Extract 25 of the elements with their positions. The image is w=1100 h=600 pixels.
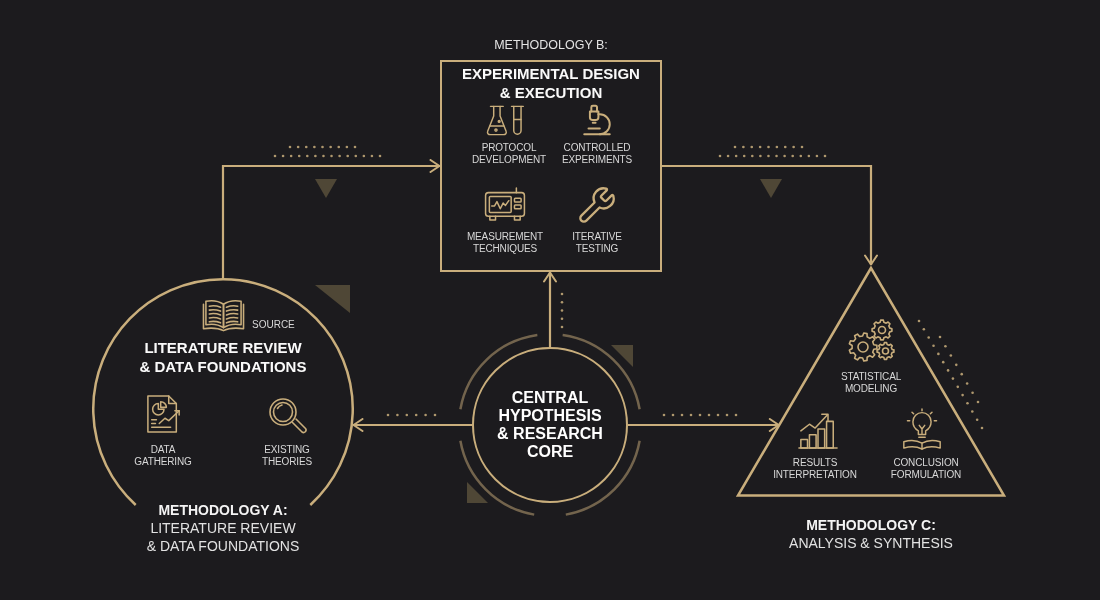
arrow [628, 418, 780, 432]
step-label: RESULTS INTERPRETATION [772, 457, 858, 481]
circle-node [472, 347, 628, 503]
step-label: MEASUREMENT TECHNIQUES [465, 231, 545, 255]
section-label: METHODOLOGY C: [805, 516, 937, 534]
step-label: DATA GATHERING [133, 444, 193, 468]
step-label: ITERATIVE TESTING [571, 231, 623, 255]
step-label: EXISTING THEORIES [261, 444, 313, 468]
node-title: CENTRAL HYPOTHESIS & RESEARCH CORE [496, 389, 604, 461]
icon-caption: SOURCE [252, 319, 296, 331]
arrow [352, 418, 472, 432]
section-label: METHODOLOGY A: [157, 501, 289, 519]
elbow-arrow [662, 164, 878, 266]
section-subtitle: ANALYSIS & SYNTHESIS [788, 534, 954, 552]
step-label: STATISTICAL MODELING [839, 371, 903, 395]
elbow-arrow [221, 159, 441, 278]
node-title: EXPERIMENTAL DESIGN & EXECUTION [461, 64, 641, 102]
section-subtitle: LITERATURE REVIEW & DATA FOUNDATIONS [145, 519, 301, 555]
section-label: METHODOLOGY B: [493, 38, 609, 53]
arrow [543, 271, 557, 347]
step-label: CONCLUSION FORMULATION [889, 457, 963, 481]
step-label: CONTROLLED EXPERIMENTS [561, 142, 633, 166]
step-label: PROTOCOL DEVELOPMENT [471, 142, 547, 166]
node-title: LITERATURE REVIEW & DATA FOUNDATIONS [138, 338, 308, 376]
box-node [440, 38, 662, 272]
